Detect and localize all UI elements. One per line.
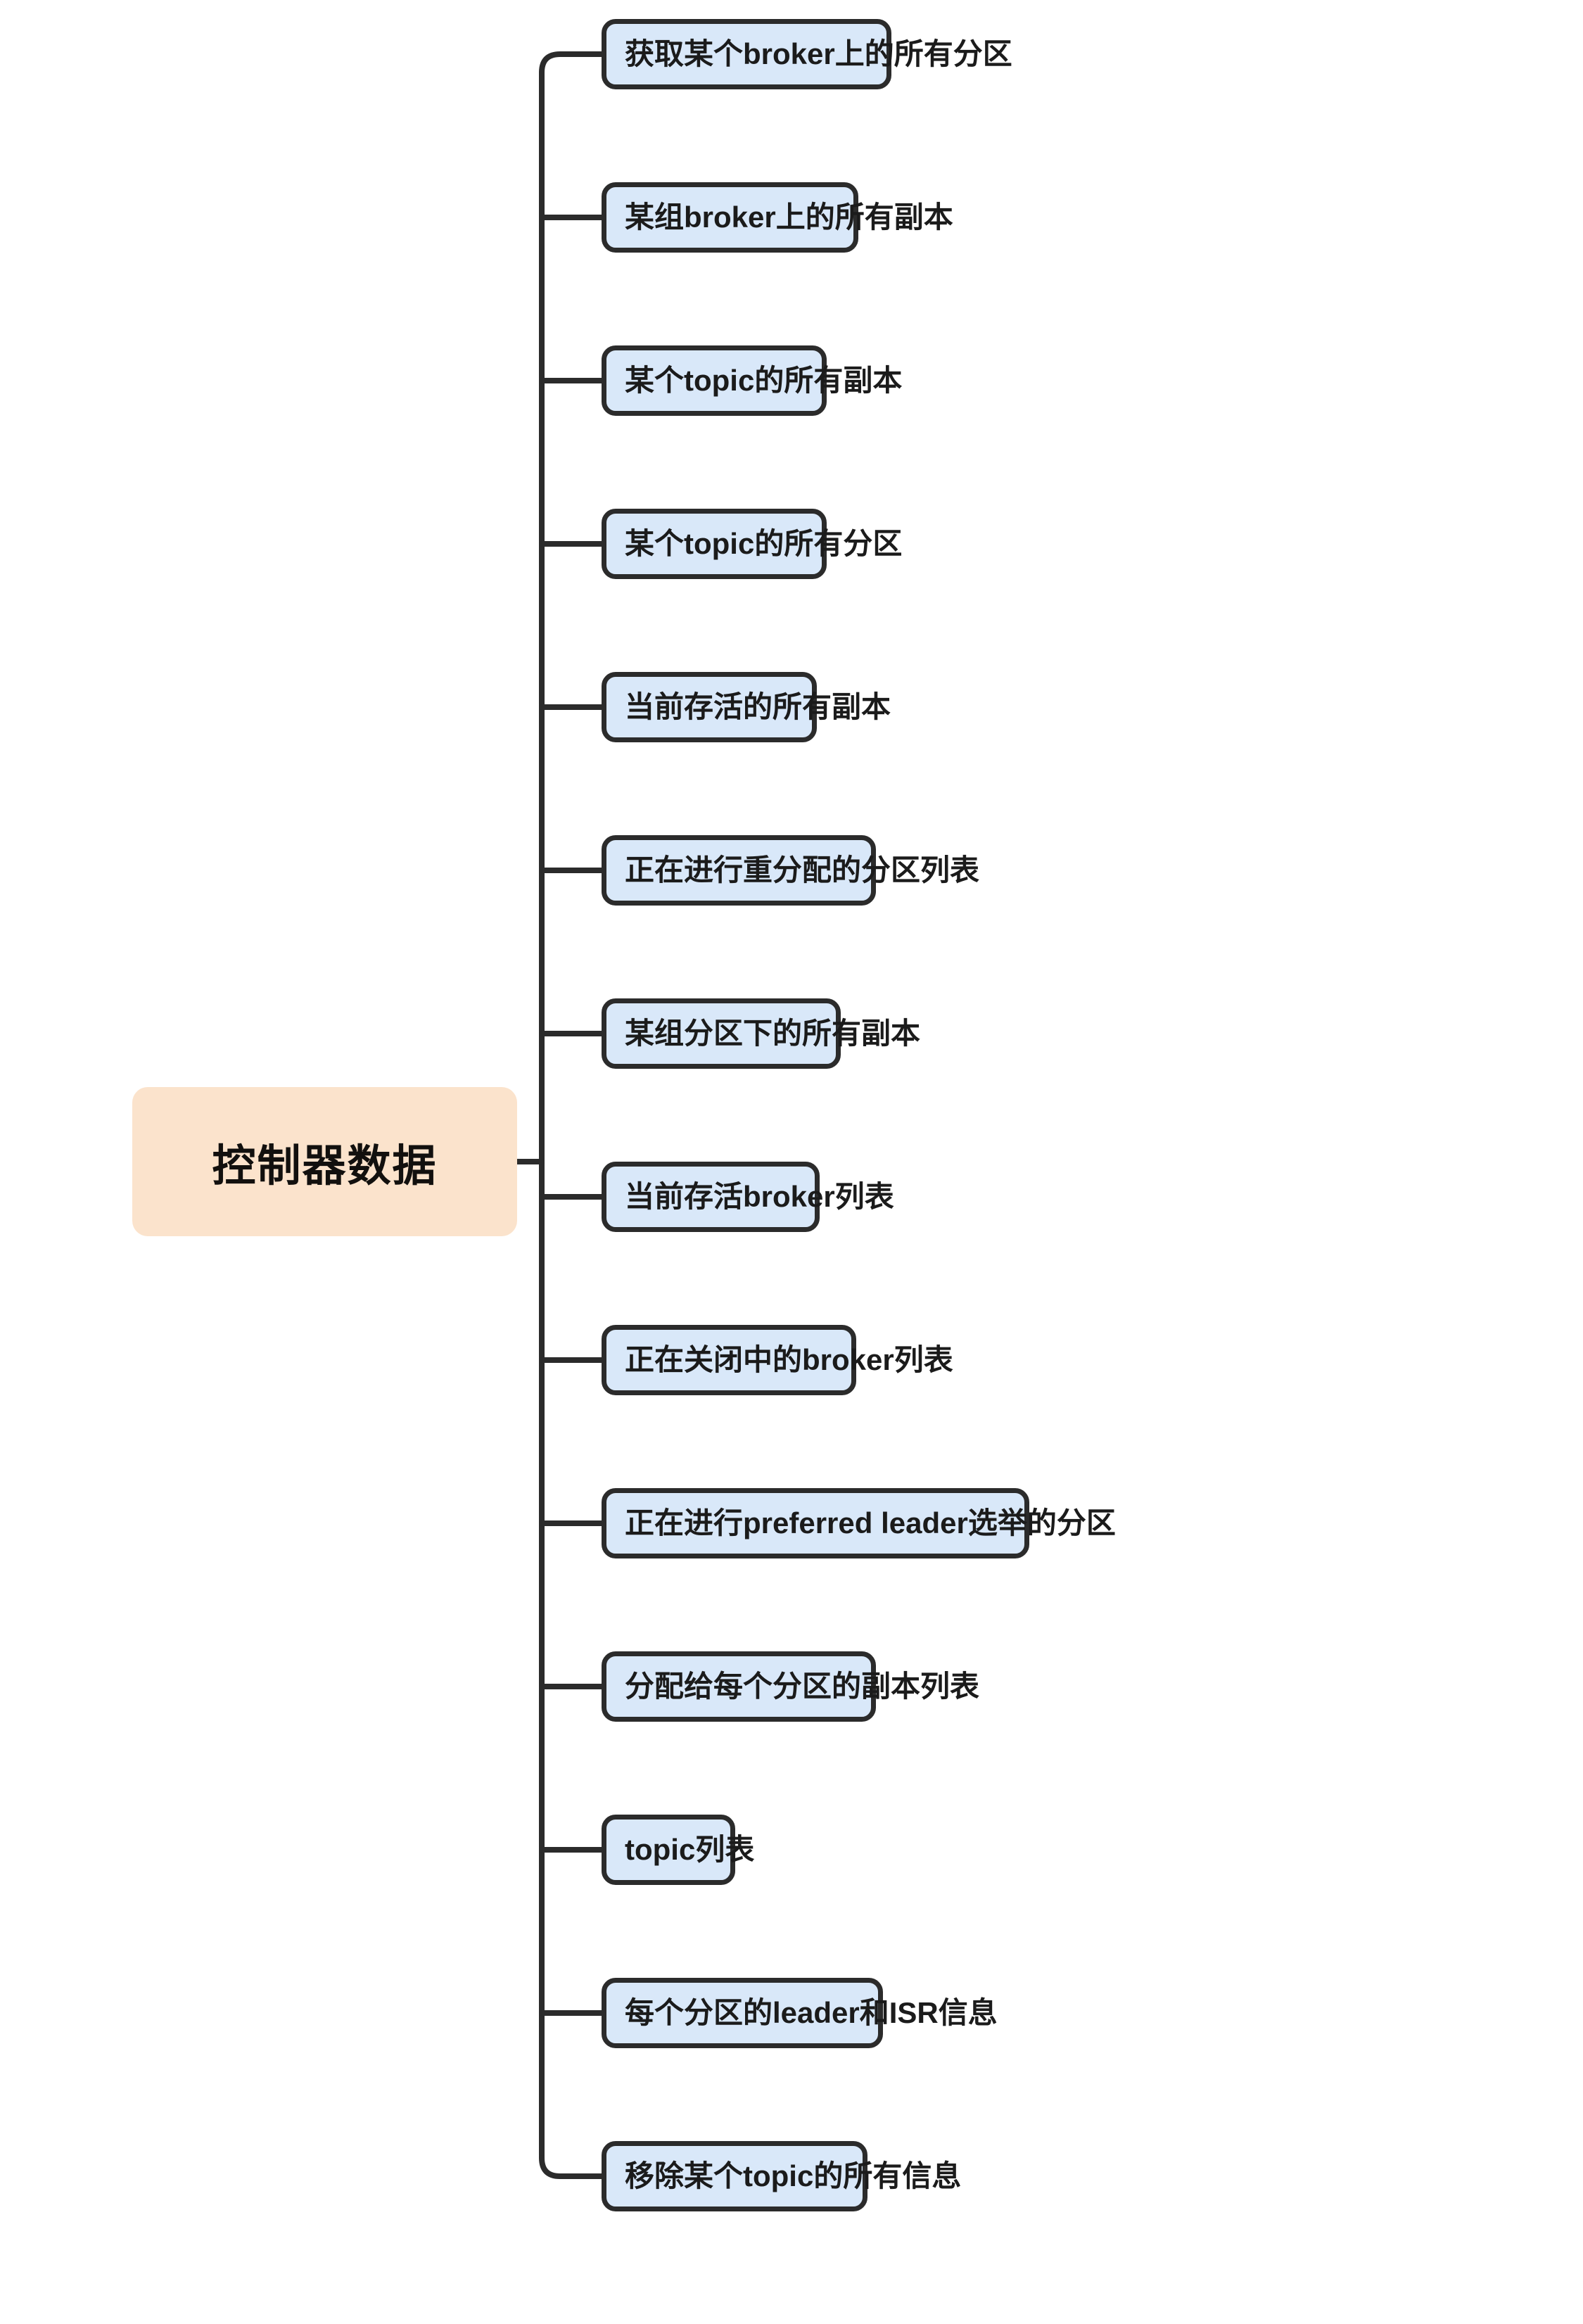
child-node[interactable]: 当前存活的所有副本 [602, 672, 891, 742]
child-node[interactable]: 某个topic的所有分区 [602, 509, 902, 579]
root-node-controller-data[interactable]: 控制器数据 [132, 1087, 517, 1236]
child-node-label: 正在进行preferred leader选举的分区 [625, 1506, 1116, 1539]
child-node[interactable]: 分配给每个分区的副本列表 [602, 1651, 979, 1722]
child-node-label: 当前存活broker列表 [625, 1180, 894, 1213]
child-node[interactable]: 某个topic的所有副本 [602, 345, 902, 416]
branch-connector [539, 51, 604, 75]
child-node-label: 正在进行重分配的分区列表 [625, 853, 980, 887]
child-node-label: 某组分区下的所有副本 [625, 1017, 921, 1050]
child-node[interactable]: 当前存活broker列表 [602, 1162, 894, 1232]
child-node[interactable]: topic列表 [602, 1815, 754, 1885]
child-node-label: 某组broker上的所有副本 [625, 201, 953, 234]
child-node-label: 移除某个topic的所有信息 [625, 2159, 962, 2192]
child-node-label: 每个分区的leader和ISR信息 [625, 1996, 998, 2029]
root-node-label: 控制器数据 [212, 1142, 438, 1190]
child-node[interactable]: 某组broker上的所有副本 [602, 182, 953, 253]
child-node[interactable]: 某组分区下的所有副本 [602, 998, 920, 1069]
child-node-label: 分配给每个分区的副本列表 [625, 1670, 980, 1703]
child-node[interactable]: 正在进行preferred leader选举的分区 [602, 1488, 1116, 1558]
child-node[interactable]: 获取某个broker上的所有分区 [602, 19, 1012, 89]
child-node-label: 某个topic的所有分区 [625, 527, 903, 560]
child-node[interactable]: 正在关闭中的broker列表 [602, 1325, 953, 1395]
child-node-label: 正在关闭中的broker列表 [625, 1343, 953, 1376]
child-node[interactable]: 每个分区的leader和ISR信息 [602, 1978, 998, 2048]
child-node-label: topic列表 [625, 1833, 755, 1866]
child-node-label: 某个topic的所有副本 [625, 364, 903, 397]
child-node-label: 当前存活的所有副本 [625, 690, 891, 723]
child-node[interactable]: 正在进行重分配的分区列表 [602, 835, 979, 906]
child-node[interactable]: 移除某个topic的所有信息 [602, 2141, 961, 2211]
child-node-label: 获取某个broker上的所有分区 [625, 37, 1012, 70]
branch-connector [539, 2155, 604, 2179]
